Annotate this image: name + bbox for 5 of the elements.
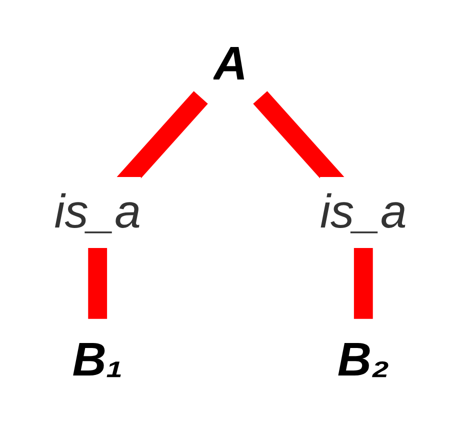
node-text: B₂ (337, 334, 390, 387)
edge-label: is_a (54, 186, 141, 238)
edge-label: is_a (320, 186, 407, 238)
node-text: A (213, 38, 248, 90)
node-text: B₁ (72, 334, 123, 387)
